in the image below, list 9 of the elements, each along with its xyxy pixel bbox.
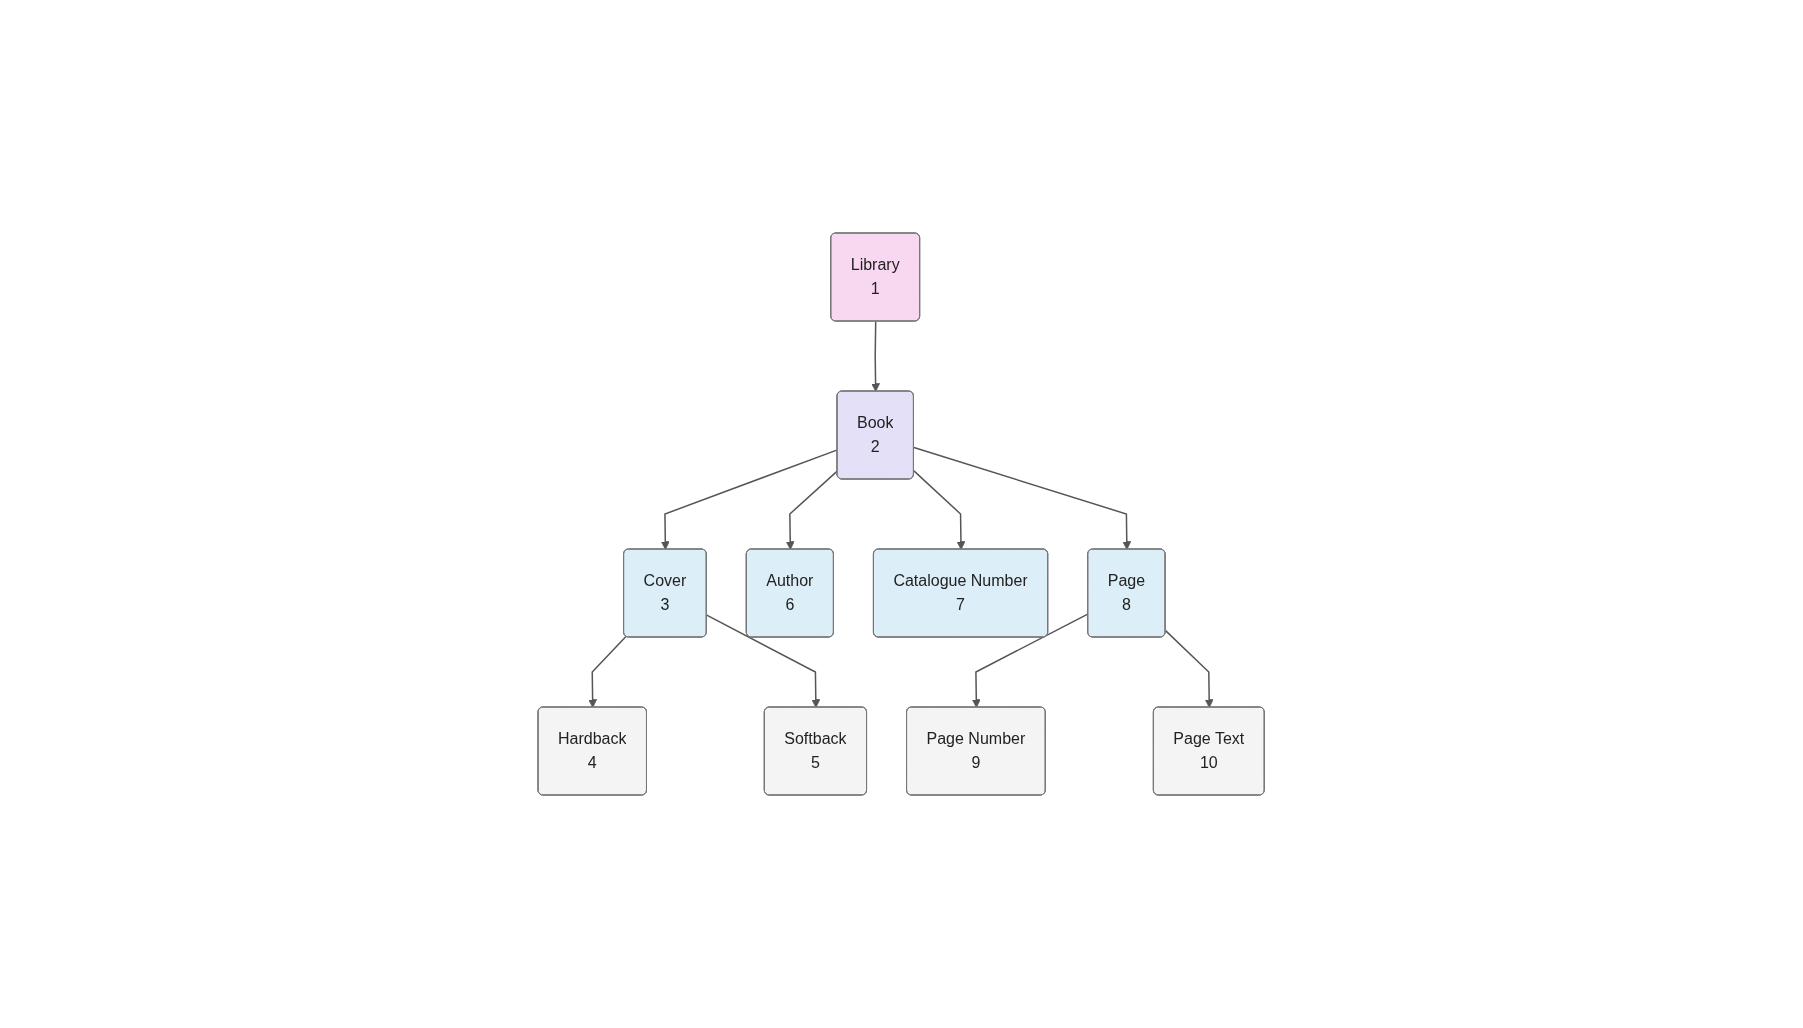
arrow — [588, 635, 628, 708]
arrow — [913, 446, 1132, 550]
arrow — [1165, 629, 1214, 708]
arrow — [871, 320, 881, 392]
arrow — [661, 449, 839, 550]
arrow — [786, 470, 839, 550]
arrow — [913, 470, 966, 550]
arrow — [706, 614, 821, 708]
arrow — [972, 613, 1090, 708]
